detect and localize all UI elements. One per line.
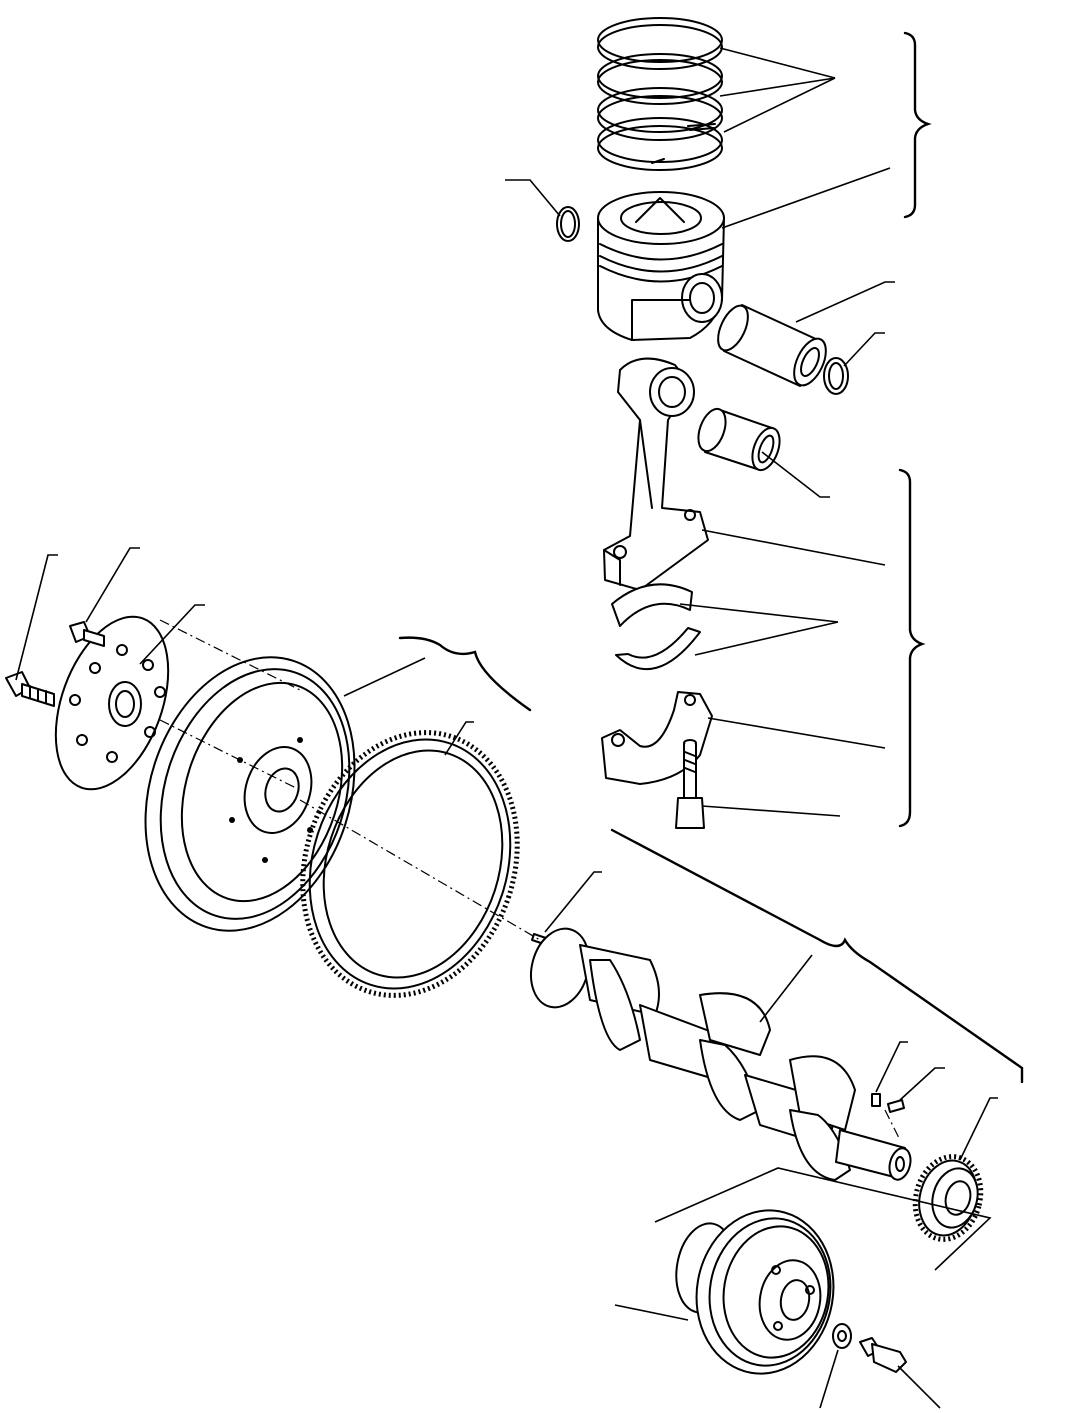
bolt-icon xyxy=(5,671,55,707)
group-brackets xyxy=(398,31,1024,1271)
snap-ring-icon xyxy=(823,357,849,395)
key-icon xyxy=(887,1099,905,1113)
connecting-rod-icon xyxy=(603,357,709,591)
pin-icon xyxy=(717,304,827,387)
bolt-icon xyxy=(859,1337,907,1373)
bushing-icon xyxy=(697,407,781,472)
bolt-icon xyxy=(69,621,105,647)
leader-lines xyxy=(15,47,998,1409)
pulley-icon xyxy=(675,1209,835,1375)
flywheel-icon xyxy=(144,656,356,932)
washer-icon xyxy=(832,1323,852,1349)
alignment-lines xyxy=(159,619,901,1141)
crankshaft-icon xyxy=(530,927,912,1181)
key-icon xyxy=(871,1093,881,1107)
bearing-shell-icon xyxy=(611,583,701,671)
snap-ring-icon xyxy=(556,206,580,242)
gear-icon xyxy=(912,1154,984,1242)
plate-icon xyxy=(54,615,170,791)
ring-gear-icon xyxy=(300,730,520,998)
piston-icon xyxy=(597,191,725,341)
piston-rings-icon xyxy=(597,17,723,171)
bolt-icon xyxy=(675,739,705,829)
